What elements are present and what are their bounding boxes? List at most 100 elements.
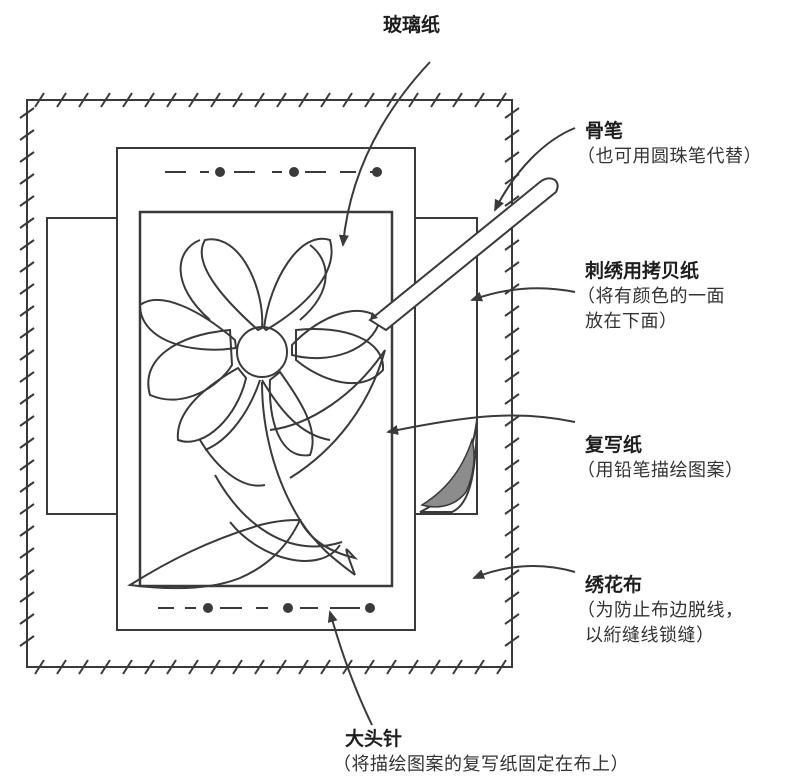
overcast-stitch [232,92,243,108]
overcast-stitch [166,92,177,108]
overcast-stitch [19,217,35,229]
overcast-stitch [210,659,221,675]
arrow-glassine [338,61,431,247]
bone-stylus [368,177,559,332]
overcast-stitch [254,92,265,108]
arrow-fabric [472,565,576,579]
overcast-stitch [342,92,353,108]
pin-head [365,603,375,613]
overcast-stitch [504,393,520,405]
overcast-stitch [504,591,520,603]
overcast-stitch [19,525,35,537]
overcast-stitch [504,195,520,207]
pin-head [289,167,299,177]
overcast-stitch [504,437,520,449]
pins-title: 大头针 [345,728,403,750]
overcast-stitch [19,283,35,295]
glassine-title: 玻璃纸 [383,14,441,36]
overcast-stitch [122,92,133,108]
overcast-stitch [19,393,35,405]
pin-head [215,167,225,177]
overcast-stitch [504,261,520,273]
overcast-stitch [100,659,111,675]
overcast-stitch [19,173,35,185]
overcast-stitch [364,92,375,108]
overcast-stitch [474,92,485,108]
overcast-stitch [19,151,35,163]
overcast-stitch [504,459,520,471]
overcast-stitch [430,659,441,675]
overcast-stitch [34,92,45,108]
overcast-stitch [56,659,67,675]
overcast-stitch [210,92,221,108]
overcast-stitch [496,659,507,675]
pin-head [203,603,213,613]
overcast-stitch [408,659,419,675]
overcast-stitch [19,107,35,119]
overcast-stitch [122,659,133,675]
label-fabric: 绣花布 （为防止布边脱线， 以絎缝线锁缝） [577,572,744,648]
overcast-stitch [504,371,520,383]
overcast-stitch [408,92,419,108]
overcast-stitch [504,327,520,339]
fabric-note-line1: （为防止布边脱线， [577,600,744,621]
overcast-stitch [504,503,520,515]
tracing-paper-title: 复写纸 [585,434,643,456]
overcast-stitch [78,92,89,108]
overcast-stitch [144,659,155,675]
overcast-stitch [504,305,520,317]
pin-head [372,167,382,177]
fabric-note-line2: 以絎缝线锁缝） [585,625,715,646]
overcast-stitch [452,659,463,675]
overcast-stitch [19,415,35,427]
pin-head [283,603,293,613]
overcast-stitch [19,547,35,559]
transfer-paper-title: 刺绣用拷贝纸 [585,260,700,282]
overcast-stitch [504,239,520,251]
transfer-paper-note-line2: 放在下面） [585,311,678,332]
label-bone-stylus: 骨笔 （也可用圆珠笔代替） [577,118,762,169]
overcast-stitch [504,129,520,141]
overcast-stitch [19,327,35,339]
overcast-stitch [504,151,520,163]
overcast-stitch [19,195,35,207]
arrow-tracing-paper [386,414,576,435]
fabric-title: 绣花布 [585,574,643,596]
overcast-stitch [452,92,463,108]
overcast-stitch [19,437,35,449]
overcast-stitch [19,261,35,273]
overcast-stitch [144,92,155,108]
overcast-stitch [166,659,177,675]
arrow-pins [327,610,373,726]
overcast-stitch [504,107,520,119]
overcast-stitch [298,659,309,675]
overcast-stitch [504,547,520,559]
overcast-stitch [19,459,35,471]
overcast-stitch [504,569,520,581]
overcast-stitch [34,659,45,675]
overcast-stitch [276,659,287,675]
pins-note: （将描绘图案的复写纸固定在布上） [333,754,629,775]
overcast-stitch [504,635,520,647]
label-transfer-paper: 刺绣用拷贝纸 （将有颜色的一面 放在下面） [577,258,725,334]
label-pins: 大头针 （将描绘图案的复写纸固定在布上） [333,726,629,777]
overcast-stitch [19,239,35,251]
overcast-stitch [19,591,35,603]
overcast-stitch [19,613,35,625]
overcast-stitch [504,415,520,427]
overcast-stitch [386,92,397,108]
overcast-stitch [19,569,35,581]
overcast-stitch [320,92,331,108]
tracing-paper-note: （用铅笔描绘图案） [577,460,744,481]
overcast-stitch [504,481,520,493]
label-tracing-paper: 复写纸 （用铅笔描绘图案） [577,432,744,483]
overcast-stitch [276,92,287,108]
overcast-stitch [19,635,35,647]
overcast-stitch [298,92,309,108]
transfer-paper-note-line1: （将有颜色的一面 [577,286,725,307]
overcast-stitch [320,659,331,675]
overcast-stitch [232,659,243,675]
overcast-stitch [78,659,89,675]
overcast-stitch [19,481,35,493]
